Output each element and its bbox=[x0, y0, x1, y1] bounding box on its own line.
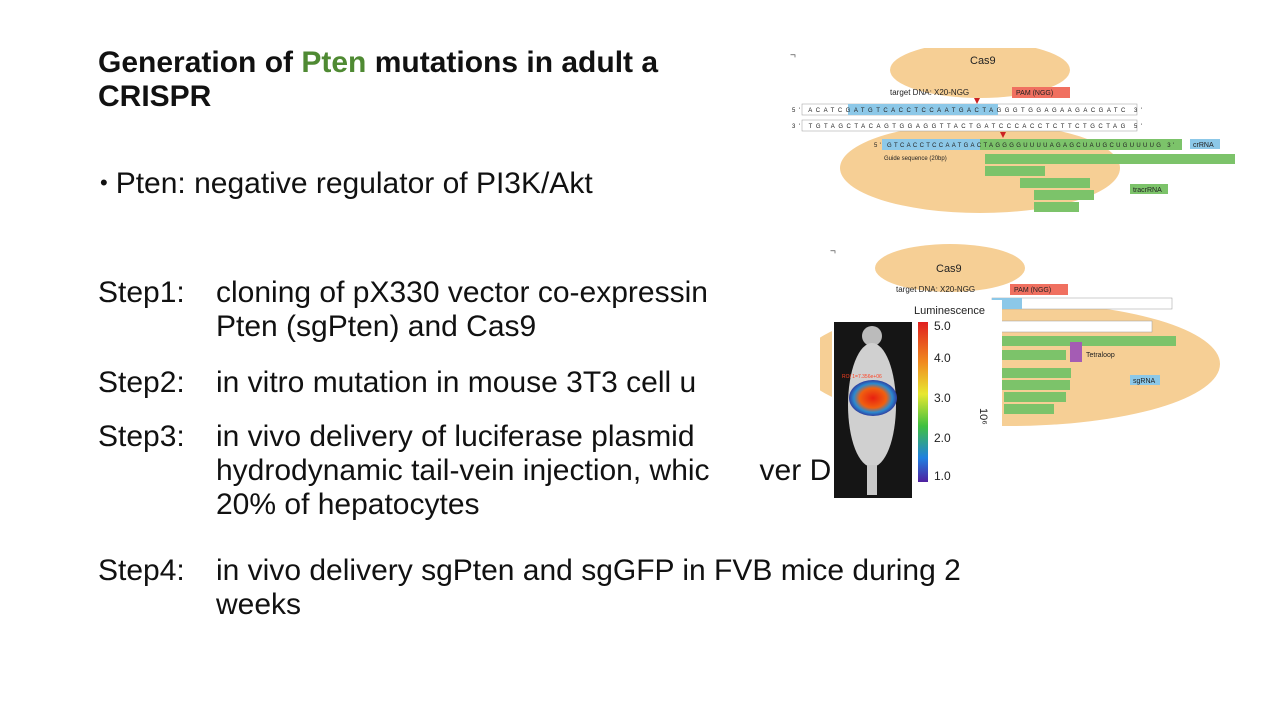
pam-box bbox=[1012, 87, 1070, 98]
crrna-repeat bbox=[980, 139, 1182, 150]
step-label: Step3: bbox=[98, 420, 185, 453]
scale-tick: 3.0 bbox=[934, 391, 951, 405]
scale-tick: 4.0 bbox=[934, 351, 951, 365]
tracrrna-stem bbox=[1034, 190, 1094, 200]
dna-strand-bottom bbox=[991, 320, 1153, 333]
cut-arrow-icon bbox=[974, 98, 980, 104]
scale-unit: 10⁶ bbox=[977, 408, 989, 425]
bullet-item: • Pten: negative regulator of PI3K/Akt bbox=[100, 166, 593, 204]
roi-label: ROI 1=7.356e+06 bbox=[842, 374, 882, 380]
title-highlight: Pten bbox=[301, 46, 367, 79]
step-line: cloning of pX330 vector co-expressin bbox=[216, 276, 708, 309]
sgrna-stem bbox=[1004, 392, 1066, 402]
tracrrna-stem bbox=[1020, 178, 1090, 188]
step-line: in vivo delivery sgPten and sgGFP in FVB… bbox=[216, 554, 961, 587]
panel-corner-mark: ¬ bbox=[790, 50, 796, 61]
sgrna-label: sgRNA bbox=[1133, 378, 1156, 385]
tetraloop-mark bbox=[1070, 342, 1082, 362]
target-highlight bbox=[848, 104, 998, 115]
step-4: Step4: in vivo delivery sgPten and sgGFP … bbox=[98, 554, 961, 622]
crrna-label: crRNA bbox=[1193, 142, 1214, 149]
title-line2: CRISPR bbox=[98, 80, 212, 113]
slide-title: Generation of Pten mutations in adult a … bbox=[98, 46, 858, 114]
crrna-tag bbox=[1190, 139, 1220, 149]
scale-tick: 5.0 bbox=[934, 319, 951, 333]
step-line: weeks bbox=[216, 588, 302, 621]
target-highlight bbox=[992, 298, 1022, 309]
pam-box bbox=[1010, 284, 1068, 295]
title-part1: Generation of bbox=[98, 46, 302, 79]
bullet-dot-icon: • bbox=[100, 170, 108, 195]
bullet-text: Pten: negative regulator of PI3K/Akt bbox=[115, 167, 593, 200]
tracrrna-loop bbox=[985, 166, 1045, 176]
scale-tick: 1.0 bbox=[934, 469, 951, 483]
step-3: Step3: in vivo delivery of luciferase pla… bbox=[98, 420, 905, 522]
mouse-head bbox=[862, 326, 882, 346]
sgrna-stem bbox=[1000, 380, 1070, 390]
cas9-lobe-top bbox=[890, 48, 1070, 98]
cas9-lobe-top bbox=[875, 244, 1025, 292]
step-1: Step1: cloning of pX330 vector co-express… bbox=[98, 276, 708, 344]
pam-label: PAM (NGG) bbox=[1014, 287, 1051, 294]
mouse-tail bbox=[867, 465, 877, 495]
step-2: Step2: in vitro mutation in mouse 3T3 cel… bbox=[98, 366, 696, 400]
step-label: Step2: bbox=[98, 366, 185, 399]
step-line: Pten (sgPten) and Cas9 bbox=[216, 310, 537, 343]
sgrna-stem bbox=[996, 368, 1071, 378]
seq-line-3: 5' GTCACCTCCAATGACTAGGGGUUUUAGAGCUAUGCUG… bbox=[874, 143, 1174, 149]
step-line: in vivo delivery of luciferase plasmid bbox=[216, 420, 695, 453]
dna-strand-bottom bbox=[801, 119, 1138, 132]
sgrna-tag bbox=[1130, 375, 1160, 385]
step-line: in vitro mutation in mouse 3T3 cell u bbox=[216, 366, 697, 399]
step-label: Step4: bbox=[98, 554, 185, 587]
tracrrna-strand bbox=[985, 154, 1235, 164]
seq-line-1: 5' ACATCGATGTCACCTCCAATGACTAGGGTGGAGAAGA… bbox=[792, 108, 1142, 114]
cut-arrow-icon bbox=[1000, 132, 1006, 138]
step-line: hydrodynamic tail-vein injection, whic v… bbox=[216, 454, 905, 487]
step-line: 20% of hepatocytes bbox=[216, 488, 480, 521]
target-dna-label: target DNA: X20-NGG bbox=[890, 88, 969, 97]
crispr-cas9-crrna-diagram: Cas9 target DNA: X20-NGG PAM (NGG) 5' AC… bbox=[790, 48, 1235, 213]
tracrrna-tag bbox=[1130, 184, 1168, 194]
cas9-label: Cas9 bbox=[936, 263, 962, 275]
pam-label: PAM (NGG) bbox=[1016, 90, 1053, 97]
tetraloop-label: Tetraloop bbox=[1086, 352, 1115, 359]
target-dna-label: target DNA: X20-NGG bbox=[896, 285, 975, 294]
mouse-luminescence-image: ROI 1=7.356e+06 Luminescence 5.0 4.0 3.0… bbox=[832, 300, 1002, 500]
step-label: Step1: bbox=[98, 276, 185, 309]
title-part2: mutations in adult a bbox=[366, 46, 659, 79]
tracrrna-tail bbox=[1034, 202, 1079, 212]
tracrrna-label: tracrRNA bbox=[1133, 187, 1162, 194]
sgrna-tail bbox=[1004, 404, 1054, 414]
liver-luminescence-signal bbox=[849, 380, 897, 416]
scale-tick: 2.0 bbox=[934, 431, 951, 445]
luminescence-title: Luminescence bbox=[914, 305, 985, 317]
cas9-label: Cas9 bbox=[970, 55, 996, 67]
panel-corner-mark: ¬ bbox=[830, 246, 836, 257]
sgrna-strand bbox=[996, 336, 1176, 346]
guide-sequence-label: Guide sequence (20bp) bbox=[884, 156, 947, 162]
luminescence-scale-bar bbox=[918, 322, 928, 482]
sgrna-stem bbox=[996, 350, 1066, 360]
